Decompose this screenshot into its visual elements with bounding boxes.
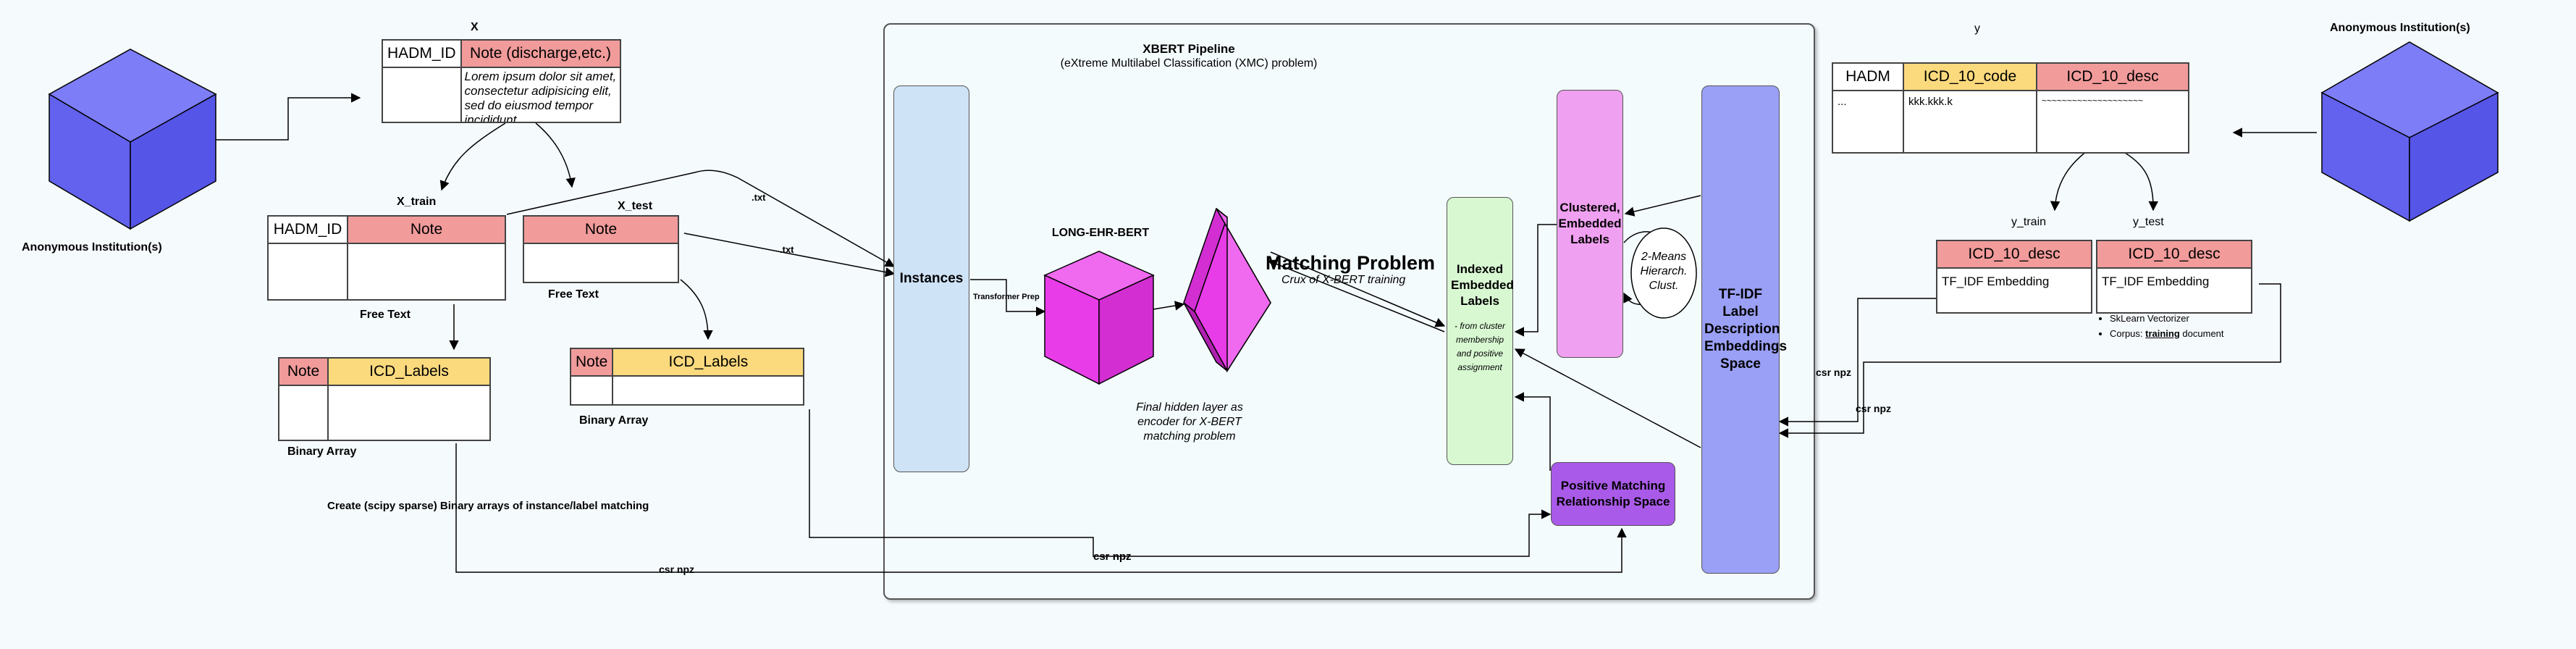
right-institution-label: Anonymous Institution(s) (2330, 22, 2470, 34)
indexed-label: Indexed Embedded Labels (1451, 262, 1514, 308)
arrow-positive-to-indexed (1514, 392, 1551, 471)
edge-label-csr-npz-1: csr npz (659, 564, 695, 575)
tfidf-space-block: TF-IDF Label Description Embeddings Spac… (1701, 85, 1788, 574)
arrow-cube-to-diamond (1153, 301, 1185, 311)
y-cell-hadm: ... (1832, 90, 1904, 154)
xtrain-title: X_train (397, 196, 437, 208)
arrow-y-to-ytrain (2050, 148, 2090, 212)
xtest-caption: Free Text (548, 288, 599, 301)
long-ehr-bert-cube-icon (1043, 251, 1155, 385)
y-header-desc: ICD_10_desc (2036, 62, 2189, 91)
ytest-title: y_test (2133, 216, 2164, 228)
arrow-y-to-ytest (2121, 150, 2159, 212)
final-hidden-note: Final hidden layer as encoder for X-BERT… (1136, 401, 1243, 443)
binary-left-caption: Binary Array (287, 445, 357, 458)
arrow-instances-to-cube (970, 279, 1046, 317)
ytrain-title: y_train (2011, 216, 2047, 228)
arrow-tfidf-to-indexed (1514, 348, 1701, 448)
tfidf-space-label: TF-IDF Label Description Embeddings Spac… (1704, 287, 1788, 372)
edge-label-csr-npz-4: csr npz (1856, 403, 1892, 414)
arrow-x-to-xtest (535, 122, 576, 188)
sparse-note: Create (scipy sparse) Binary arrays of i… (327, 500, 649, 512)
indexed-note: - from cluster membership and positive a… (1454, 321, 1505, 372)
edge-label-transformer-prep: Transformer Prep (973, 293, 1040, 301)
arrow-xtest-to-binary (680, 279, 713, 340)
clustered-labels-block: Clustered, Embedded Labels (1557, 90, 1623, 358)
arrow-ytest-to-tfidf (1778, 283, 2281, 438)
clustered-label: Clustered, Embedded Labels (1558, 201, 1622, 246)
instances-label: Instances (899, 271, 964, 286)
binary-left-header-labels: ICD_Labels (327, 357, 491, 386)
arrow-x-to-xtrain (439, 122, 506, 191)
xtrain-caption: Free Text (360, 309, 411, 321)
ytest-header: ICD_10_desc (2096, 240, 2252, 269)
bullet-vectorizer: SkLearn Vectorizer (2110, 313, 2224, 324)
x-table-title: X (471, 21, 479, 33)
x-note-text: Lorem ipsum dolor sit amet, consectetur … (464, 70, 617, 122)
edge-label-txt-1: .txt (752, 192, 766, 203)
xtrain-header-note: Note (347, 215, 506, 244)
positive-matching-label: Positive Matching Relationship Space (1556, 479, 1670, 508)
binary-right-header-labels: ICD_Labels (612, 348, 805, 377)
arrow-cube-to-x (216, 93, 361, 141)
arrow-indexed-to-diamond (1267, 259, 1445, 332)
bullet-corpus-suffix: document (2179, 328, 2224, 339)
matching-diamond-icon (1183, 207, 1271, 373)
xtest-header-note: Note (523, 215, 679, 244)
xtrain-table: HADM_ID Note (267, 215, 506, 301)
ytrain-table: ICD_10_desc TF_IDF Embedding (1936, 240, 2092, 314)
matching-subtitle: Crux of X-BERT training (1281, 274, 1406, 286)
xtest-title: X_test (618, 200, 653, 212)
tfidf-bullets: SkLearn Vectorizer Corpus: training docu… (2097, 313, 2224, 343)
y-cell-desc: ~~~~~~~~~~~~~~~~~~~~ (2036, 90, 2189, 154)
y-table: HADM ICD_10_code ICD_10_desc ... kkk.kkk… (1832, 62, 2189, 154)
arrow-binary-left-to-positive (455, 443, 1627, 573)
pipeline-subtitle: (eXtreme Multilabel Classification (XMC)… (1060, 57, 1318, 70)
edge-label-txt-2: .txt (780, 244, 794, 255)
binary-right-table: Note ICD_Labels (569, 348, 805, 406)
y-cell-code: kkk.kkk.k (1903, 90, 2037, 154)
ytest-cell: TF_IDF Embedding (2096, 267, 2252, 314)
binary-left-table: Note ICD_Labels (278, 357, 491, 441)
positive-matching-block: Positive Matching Relationship Space (1551, 462, 1675, 526)
matching-title: Matching Problem (1266, 252, 1436, 274)
xtrain-header-hadm: HADM_ID (267, 215, 348, 244)
binary-right-caption: Binary Array (579, 414, 649, 427)
indexed-labels-block: Indexed Embedded Labels - from cluster m… (1447, 197, 1514, 465)
binary-right-header-note: Note (569, 348, 614, 377)
arrow-binary-right-to-positive (809, 409, 1552, 557)
ytest-table: ICD_10_desc TF_IDF Embedding (2096, 240, 2252, 314)
edge-label-csr-npz-2: csr npz (1093, 550, 1132, 563)
pipeline-title: XBERT Pipeline (1142, 42, 1235, 56)
bullet-corpus: Corpus: training document (2110, 328, 2224, 339)
x-table: HADM_ID Note (discharge,etc.) Lorem ipsu… (382, 39, 621, 123)
left-institution-cube-icon (48, 49, 217, 230)
right-institution-cube-icon (2320, 41, 2499, 222)
edge-label-csr-npz-3: csr npz (1816, 367, 1852, 378)
bullet-corpus-emph: training (2145, 328, 2180, 339)
x-header-note: Note (discharge,etc.) (460, 39, 621, 68)
ytrain-cell: TF_IDF Embedding (1936, 267, 2092, 314)
instances-block: Instances (893, 85, 969, 472)
ytrain-header: ICD_10_desc (1936, 240, 2092, 269)
x-header-hadm: HADM_ID (382, 39, 462, 68)
two-means-bubble (1630, 227, 1697, 319)
arrow-ytrain-to-tfidf (1778, 298, 1938, 427)
arrow-xtest-to-instances (683, 233, 896, 277)
binary-left-header-note: Note (278, 357, 329, 386)
arrow-clustered-to-indexed (1514, 224, 1557, 337)
y-header-code: ICD_10_code (1903, 62, 2037, 91)
left-institution-label: Anonymous Institution(s) (22, 241, 162, 254)
long-ehr-bert-label: LONG-EHR-BERT (1051, 227, 1150, 239)
arrow-xtrain-to-instances (506, 169, 896, 267)
xtest-table: Note (523, 215, 679, 283)
arrow-tfidf-to-clustered (1624, 195, 1701, 217)
two-means-label: 2-Means Hierarch. Clust. (1640, 251, 1688, 292)
y-table-title: y (1974, 22, 1980, 35)
arrow-diamond-to-indexed (1270, 251, 1446, 327)
y-header-hadm: HADM (1832, 62, 1904, 91)
bullet-corpus-prefix: Corpus: (2110, 328, 2146, 339)
